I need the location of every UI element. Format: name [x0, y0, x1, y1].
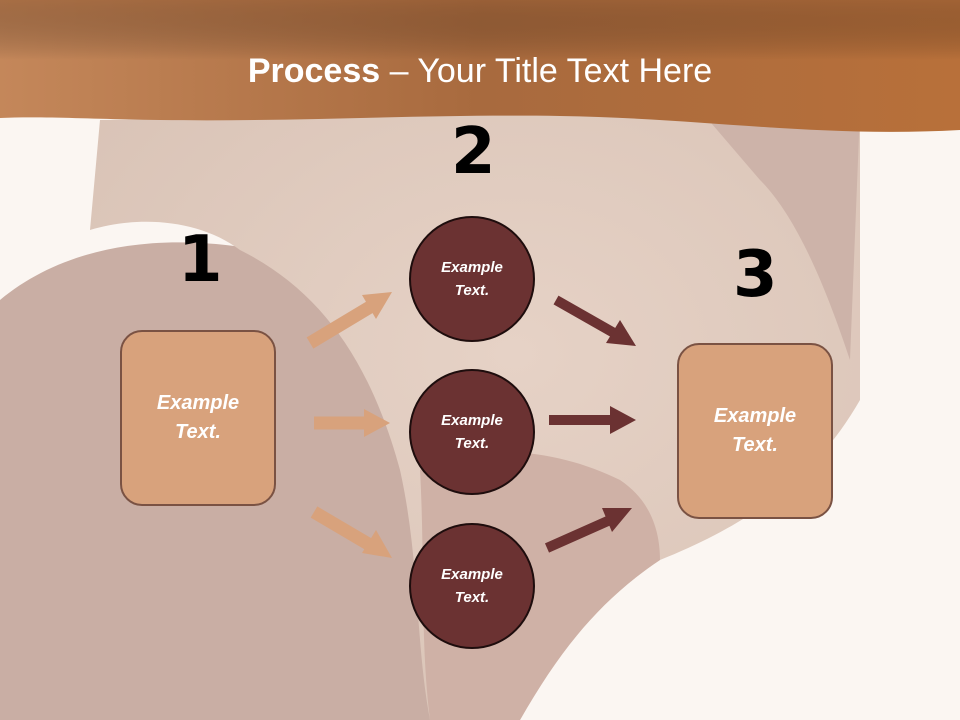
arrow-right-down	[553, 295, 636, 346]
circle-top-text: Example Text.	[441, 259, 503, 299]
arrow-right-up	[544, 508, 632, 553]
title-bold: Process	[247, 52, 381, 90]
right-box-text: Example Text.	[713, 405, 797, 456]
circle-top: Example Text.	[409, 216, 535, 342]
figure-hair-right	[700, 110, 860, 360]
slide-title: Process – Your Title Text Here	[0, 52, 960, 91]
circle-middle-text: Example Text.	[441, 412, 503, 452]
step-number-3: 3	[733, 238, 778, 312]
arrow-left-down	[310, 506, 392, 558]
right-text-box: Example Text.	[677, 343, 833, 519]
step-number-2: 2	[451, 115, 496, 189]
left-text-box: Example Text.	[120, 330, 276, 506]
step-number-1: 1	[178, 223, 223, 297]
circle-bottom: Example Text.	[409, 523, 535, 649]
title-rest: – Your Title Text Here	[380, 52, 713, 90]
left-box-text: Example Text.	[156, 392, 240, 443]
figure-hair-lower	[420, 451, 660, 720]
arrow-left-up	[306, 292, 392, 349]
circle-middle: Example Text.	[409, 369, 535, 495]
arrow-left-mid	[314, 409, 390, 437]
arrow-right-mid	[549, 406, 636, 434]
circle-bottom-text: Example Text.	[441, 566, 503, 606]
